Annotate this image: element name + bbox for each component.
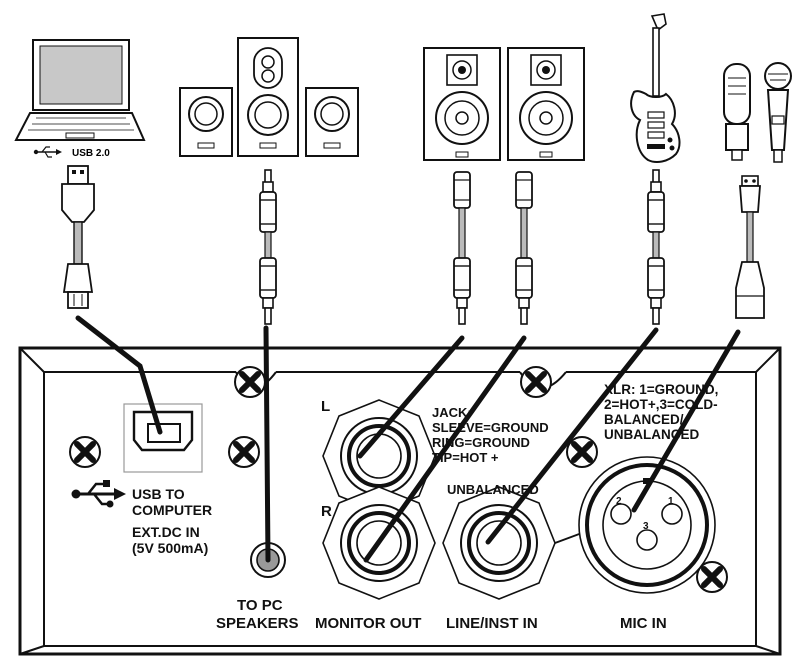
usb-to-computer-label-1: USB TO	[132, 486, 185, 502]
studio-monitor-left-icon	[423, 47, 501, 161]
screw-icon	[229, 437, 259, 467]
screw-icon	[235, 367, 265, 397]
ext-dc-in-label: EXT.DC IN	[132, 524, 200, 540]
pc-speakers-label-1: TO PC	[237, 597, 283, 614]
usb-cable	[61, 165, 95, 309]
right-channel-label: R	[321, 503, 332, 520]
studio-monitor-right-icon	[507, 47, 585, 161]
ext-dc-spec-label: (5V 500mA)	[132, 540, 208, 556]
usb-small-icon	[33, 146, 62, 158]
screw-icon	[521, 367, 551, 397]
monitor-out-label: MONITOR OUT	[315, 615, 421, 632]
guitar-cable	[647, 169, 665, 325]
screw-icon	[567, 437, 597, 467]
mic-in-label: MIC IN	[620, 615, 667, 632]
line-inst-in-jack[interactable]	[442, 486, 556, 600]
dynamic-microphone-icon	[764, 62, 792, 163]
line-inst-in-label: LINE/INST IN	[446, 615, 538, 632]
pc-speakers-label-2: SPEAKERS	[216, 615, 299, 632]
usb-b-port[interactable]	[123, 403, 203, 473]
monitor-out-left-jack[interactable]	[322, 399, 436, 513]
usb-to-computer-label-2: COMPUTER	[132, 502, 212, 518]
jack-title-label: JACK:	[432, 405, 472, 420]
pc-speakers-icon	[179, 37, 359, 157]
unbalanced-label: UNBALANCED	[447, 482, 539, 497]
xlr-pin-2-label: 2	[616, 496, 622, 507]
monitor-right-cable	[515, 171, 533, 325]
electric-guitar-icon	[630, 13, 681, 163]
left-channel-label: L	[321, 398, 330, 415]
usb-2-label: USB 2.0	[72, 148, 110, 159]
jack-tip-label: TIP=HOT +	[432, 450, 499, 465]
monitor-left-cable	[453, 171, 471, 325]
xlr-cable	[735, 175, 765, 319]
xlr-pinout-line-4: UNBALANCED	[604, 427, 699, 442]
xlr-pinout-line-1: XLR: 1=GROUND,	[604, 382, 718, 397]
connection-lines	[75, 315, 741, 563]
xlr-mic-in-jack[interactable]	[578, 456, 716, 594]
jack-sleeve-label: SLEEVE=GROUND	[432, 420, 549, 435]
screw-icon	[70, 437, 100, 467]
xlr-pin-1-label: 1	[668, 496, 674, 507]
condenser-microphone-icon	[723, 63, 751, 161]
xlr-pinout-line-3: BALANCED/	[604, 412, 684, 427]
xlr-pinout-line-2: 2=HOT+,3=COLD-	[604, 397, 718, 412]
pc-speakers-cable	[259, 169, 277, 325]
xlr-pin-3-label: 3	[643, 521, 649, 532]
jack-ring-label: RING=GROUND	[432, 435, 530, 450]
laptop-icon	[14, 39, 146, 141]
usb-symbol-icon	[71, 480, 126, 508]
